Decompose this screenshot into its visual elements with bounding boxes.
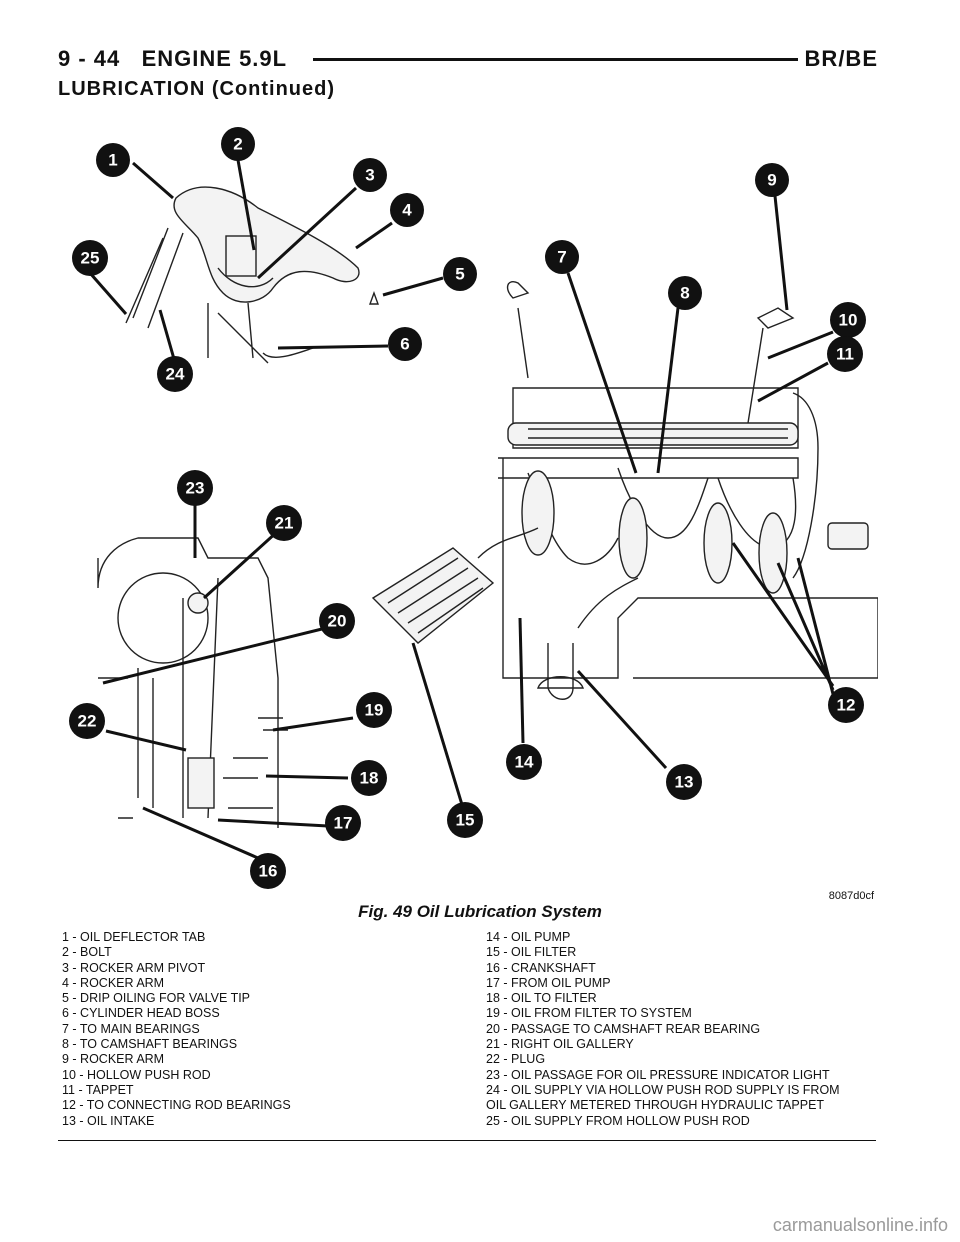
legend-item: 7 - TO MAIN BEARINGS [62, 1021, 200, 1036]
svg-text:8: 8 [680, 284, 689, 303]
model-code: BR/BE [804, 46, 878, 71]
legend-item: 12 - TO CONNECTING ROD BEARINGS [62, 1098, 291, 1113]
callout-1: 1 [96, 143, 130, 177]
callout-13: 13 [666, 764, 702, 800]
lubrication-diagram: 1 2 3 4 5 6 7 8 9 10 11 12 13 14 15 16 1… [69, 127, 878, 889]
legend-item: 16 - CRANKSHAFT [486, 960, 596, 975]
svg-text:25: 25 [81, 249, 100, 268]
svg-text:20: 20 [328, 612, 347, 631]
svg-text:4: 4 [402, 201, 412, 220]
watermark: carmanualsonline.info [772, 1215, 948, 1235]
legend-item: 1 - OIL DEFLECTOR TAB [62, 930, 206, 944]
svg-text:15: 15 [456, 811, 475, 830]
svg-text:18: 18 [360, 769, 379, 788]
legend-item: 24 - OIL SUPPLY VIA HOLLOW PUSH ROD SUPP… [486, 1082, 840, 1113]
svg-text:5: 5 [455, 265, 464, 284]
svg-text:12: 12 [837, 696, 856, 715]
callout-8: 8 [668, 276, 702, 310]
callout-19: 19 [356, 692, 392, 728]
legend-item: 5 - DRIP OILING FOR VALVE TIP [62, 991, 251, 1006]
legend-item: 19 - OIL FROM FILTER TO SYSTEM [486, 1006, 692, 1021]
callout-24: 24 [157, 356, 193, 392]
svg-text:21: 21 [275, 514, 294, 533]
svg-text:17: 17 [334, 814, 353, 833]
svg-text:16: 16 [259, 862, 278, 881]
page-ref: 9 - 44 ENGINE 5.9L [58, 46, 288, 71]
callout-14: 14 [506, 744, 542, 780]
callout-22: 22 [69, 703, 105, 739]
legend-item: 18 - OIL TO FILTER [486, 991, 597, 1006]
legend-item: 8 - TO CAMSHAFT BEARINGS [62, 1037, 238, 1052]
callout-20: 20 [319, 603, 355, 639]
legend-item: 2 - BOLT [62, 945, 112, 960]
svg-text:22: 22 [78, 712, 97, 731]
legend-item: 4 - ROCKER ARM [62, 975, 165, 990]
callout-18: 18 [351, 760, 387, 796]
svg-text:14: 14 [515, 753, 534, 772]
svg-text:19: 19 [365, 701, 384, 720]
callout-7: 7 [545, 240, 579, 274]
legend-item: 25 - OIL SUPPLY FROM HOLLOW PUSH ROD [486, 1113, 750, 1128]
callout-25: 25 [72, 240, 108, 276]
svg-text:10: 10 [839, 311, 858, 330]
svg-text:11: 11 [836, 345, 854, 364]
oil-filter-detail [371, 527, 539, 644]
legend-item: 9 - ROCKER ARM [62, 1052, 165, 1067]
svg-text:1: 1 [108, 151, 117, 170]
svg-text:2: 2 [233, 135, 242, 154]
callout-12: 12 [828, 687, 864, 723]
legend-item: 15 - OIL FILTER [486, 945, 577, 960]
svg-text:9: 9 [767, 171, 776, 190]
callout-11: 11 [827, 336, 863, 372]
callout-9: 9 [755, 163, 789, 197]
svg-text:6: 6 [400, 335, 409, 354]
svg-text:24: 24 [166, 365, 185, 384]
legend-item: 6 - CYLINDER HEAD BOSS [62, 1006, 220, 1021]
legend-item: 20 - PASSAGE TO CAMSHAFT REAR BEARING [486, 1021, 761, 1036]
callout-23: 23 [177, 470, 213, 506]
svg-text:23: 23 [186, 479, 205, 498]
section-subtitle: LUBRICATION (Continued) [58, 78, 336, 100]
header-rule [313, 58, 798, 61]
callout-15: 15 [447, 802, 483, 838]
callout-21: 21 [266, 505, 302, 541]
engine-block-detail [498, 281, 878, 700]
leader-lines [88, 159, 835, 860]
callout-6: 6 [388, 327, 422, 361]
rocker-arm-detail [125, 186, 379, 364]
callout-16: 16 [250, 853, 286, 889]
legend-item: 10 - HOLLOW PUSH ROD [62, 1067, 211, 1082]
legend-item: 21 - RIGHT OIL GALLERY [486, 1037, 634, 1052]
figure-code: 8087d0cf [828, 890, 874, 902]
callout-17: 17 [325, 805, 361, 841]
legend-item: 11 - TAPPET [62, 1082, 134, 1097]
svg-text:3: 3 [365, 166, 374, 185]
page-header: 9 - 44 ENGINE 5.9L BR/BE [58, 46, 878, 74]
callout-3: 3 [353, 158, 387, 192]
callout-4: 4 [390, 193, 424, 227]
legend-item: 17 - FROM OIL PUMP [486, 975, 611, 990]
svg-text:13: 13 [675, 773, 694, 792]
block-section-detail [97, 537, 288, 828]
callout-5: 5 [443, 257, 477, 291]
legend-item: 23 - OIL PASSAGE FOR OIL PRESSURE INDICA… [486, 1067, 830, 1082]
legend-item: 22 - PLUG [486, 1052, 546, 1067]
legend-item: 14 - OIL PUMP [486, 930, 571, 944]
svg-text:7: 7 [557, 248, 566, 267]
legend-item: 13 - OIL INTAKE [62, 1113, 155, 1128]
footer-rule [58, 1140, 876, 1141]
callout-10: 10 [830, 302, 866, 338]
figure-caption: Fig. 49 Oil Lubrication System [358, 902, 602, 921]
legend-item: 3 - ROCKER ARM PIVOT [62, 960, 206, 975]
callout-2: 2 [221, 127, 255, 161]
